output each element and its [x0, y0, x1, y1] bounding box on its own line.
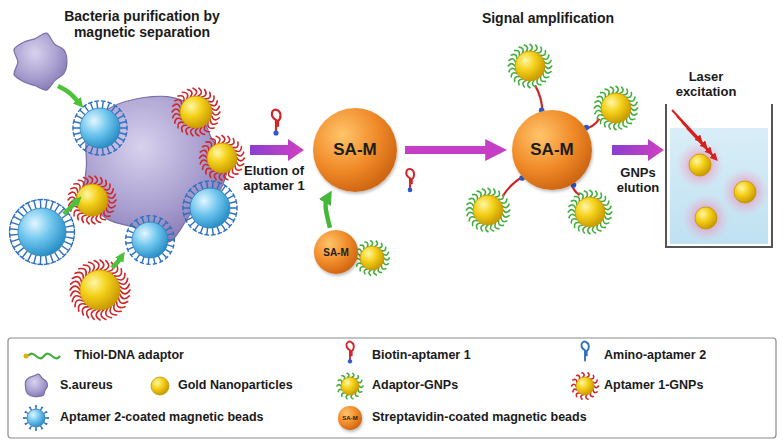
aptamer1-gnp: [70, 260, 130, 320]
adaptor-gnp: [355, 241, 390, 276]
streptavidin-bead: SA-M: [512, 110, 592, 190]
streptavidin-bead: SA-M: [338, 406, 361, 429]
released-aptamer: [272, 110, 281, 136]
purple-arrow: [612, 139, 664, 161]
thiol-dot: [24, 354, 29, 359]
bound-gnp: [172, 88, 220, 136]
bound-bead: [126, 216, 175, 265]
released-aptamer: [406, 169, 414, 192]
biotin-aptamer-icon: [346, 342, 353, 364]
cuvette: [666, 104, 772, 247]
legend-text: Adaptor-GNPs: [372, 378, 458, 392]
bead-label: SA-M: [333, 140, 376, 160]
green-arrow: [64, 200, 78, 214]
annotation-label: Signal amplification: [463, 10, 633, 26]
legend-text: Amino-aptamer 2: [604, 348, 706, 362]
green-arrow: [58, 86, 80, 104]
bead-label: SA-M: [530, 140, 573, 160]
liquid: [670, 128, 768, 244]
legend-text: Thiol-DNA adaptor: [74, 348, 184, 362]
bead-icon: [24, 406, 48, 430]
annotation-label: Bacteria purification by magnetic separa…: [47, 8, 237, 40]
glowing-gnp: [689, 154, 711, 176]
adaptor-gnp: [568, 190, 612, 234]
streptavidin-bead: SA-M: [313, 108, 397, 192]
adaptor-icon: [28, 354, 60, 359]
adaptor-gnp: [508, 44, 552, 88]
bound-bead: [73, 101, 127, 155]
bound-bead: [183, 181, 237, 235]
annotation-label: Laser excitation: [666, 70, 746, 100]
amino-aptamer-icon: [581, 342, 588, 361]
legend-frame: [8, 338, 776, 438]
adaptor-gnp-icon: [337, 373, 363, 398]
adaptor-gnp: [466, 188, 510, 232]
glowing-gnp: [695, 207, 717, 229]
glowing-gnp: [734, 181, 756, 203]
legend-text: Gold Nanoparticles: [178, 378, 293, 392]
purple-arrow: [250, 139, 304, 161]
laser-beam: [687, 128, 715, 158]
annotation-label: GNPs elution: [612, 166, 664, 196]
bound-gnp: [200, 136, 245, 181]
annotation-label: Elution of aptamer 1: [235, 164, 313, 194]
bead-label: SA-M: [342, 415, 357, 421]
adaptor-gnp: [594, 86, 638, 130]
aptamer1-gnp-icon: [572, 373, 599, 399]
legend-text: Aptamer 2-coated magnetic beads: [60, 410, 264, 424]
legend-text: Aptamer 1-GNPs: [604, 378, 703, 392]
legend-text: Streptavidin-coated magnetic beads: [372, 410, 587, 424]
streptavidin-bead: SA-M: [314, 230, 358, 274]
pink-glow: [682, 194, 730, 242]
green-arrow: [112, 256, 122, 268]
pink-glow: [676, 141, 724, 189]
gnp-icon: [151, 377, 169, 395]
legend-text: S.aureus: [60, 378, 113, 392]
flow-arrow: [405, 146, 494, 154]
pink-glow: [721, 168, 769, 216]
bead-label: SA-M: [323, 247, 349, 258]
saureus-icon: [25, 374, 47, 397]
flow-arrow: [326, 198, 330, 228]
bacterium-small: [14, 33, 67, 90]
legend-text: Biotin-aptamer 1: [372, 348, 471, 362]
aptamer2-bead: [9, 199, 74, 264]
aptamer-link: [503, 176, 525, 196]
